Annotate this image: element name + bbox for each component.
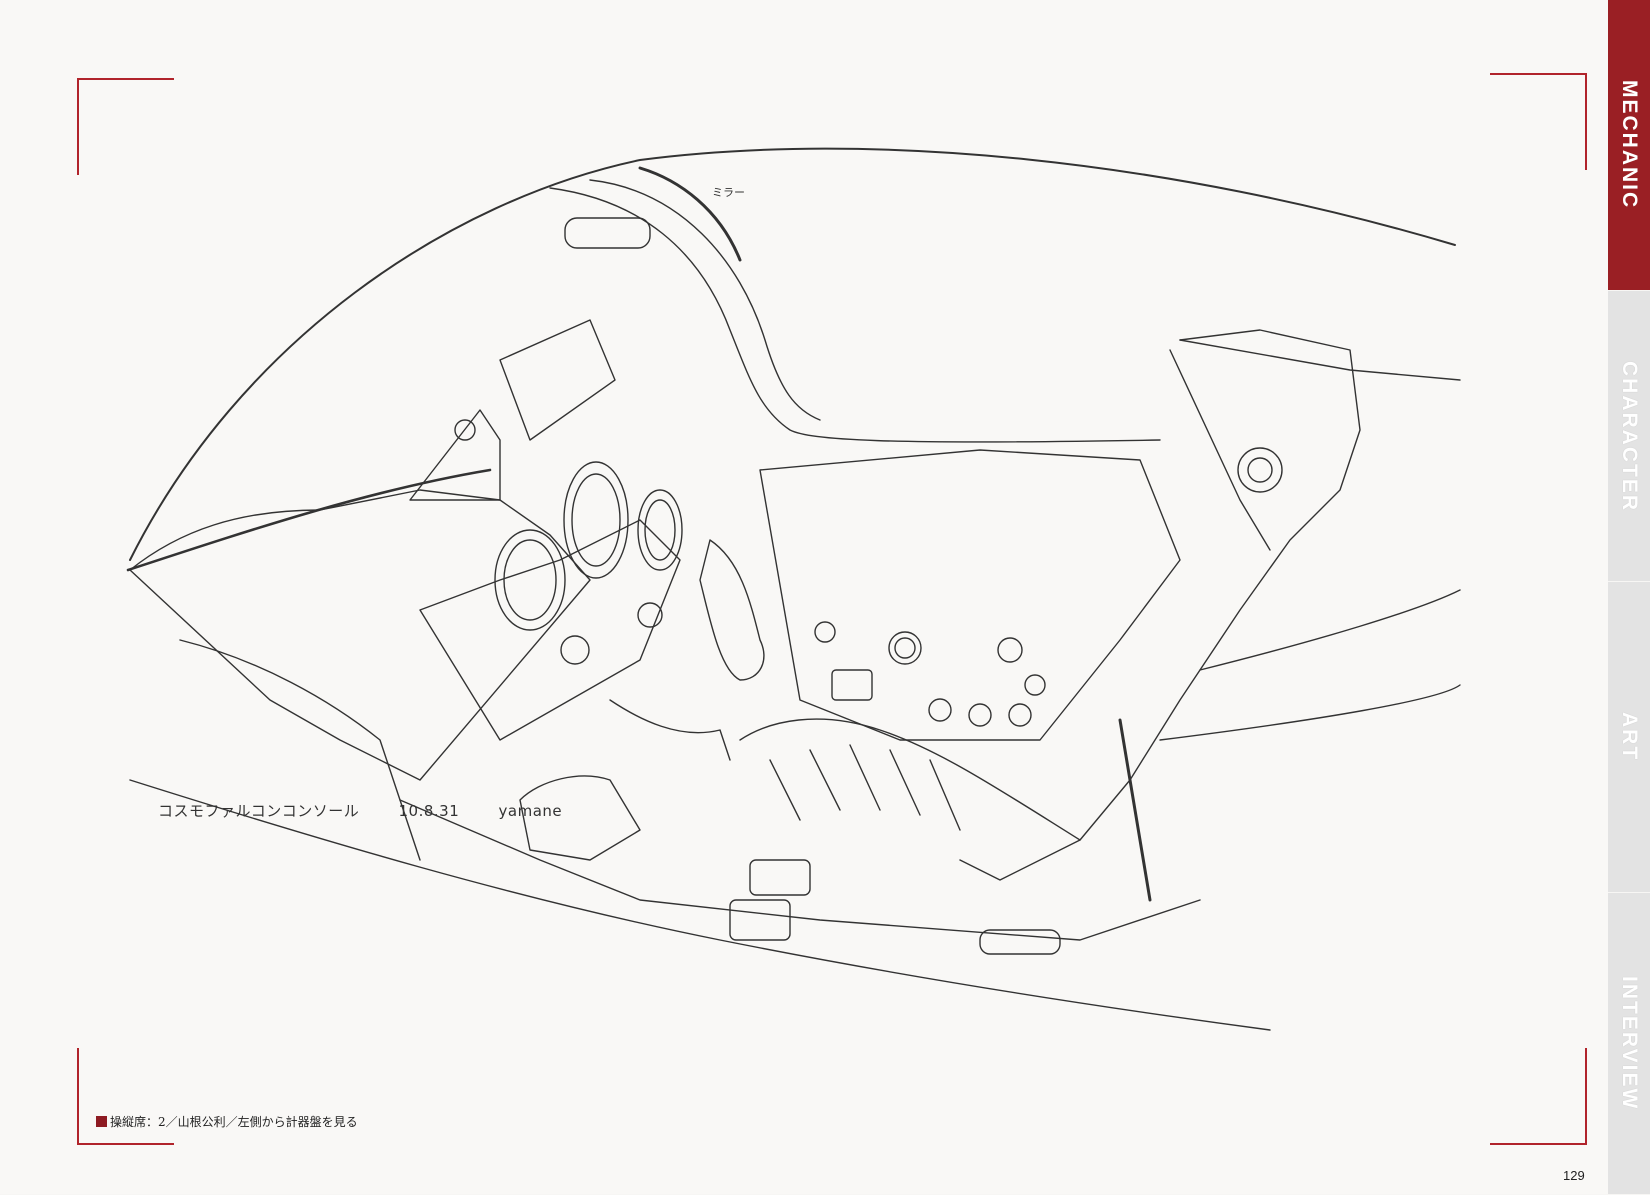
side-tab-bar: MECHANIC CHARACTER ART INTERVIEW — [1608, 0, 1650, 1195]
tab-interview-label: INTERVIEW — [1618, 976, 1641, 1111]
mirror-annotation: ミラー — [712, 186, 745, 199]
cockpit-line-drawing — [126, 147, 1461, 1031]
page-number: 129 — [1563, 1168, 1585, 1183]
caption-square-icon — [96, 1116, 107, 1127]
tab-character[interactable]: CHARACTER — [1608, 291, 1650, 582]
tab-mechanic-label: MECHANIC — [1618, 80, 1641, 210]
tab-interview[interactable]: INTERVIEW — [1608, 893, 1650, 1195]
figure-caption-text: 操縦席：2／山根公利／左側から計器盤を見る — [110, 1115, 358, 1129]
book-page: ミラー コスモファルコンコンソール 10.8.31 yamane 操縦席：2／山… — [77, 73, 1587, 1183]
tab-art[interactable]: ART — [1608, 582, 1650, 893]
figure-caption: 操縦席：2／山根公利／左側から計器盤を見る — [96, 1113, 358, 1130]
handwritten-title: コスモファルコンコンソール — [158, 802, 360, 820]
handwritten-date: 10.8.31 — [398, 802, 460, 820]
frame-corner-bottom-right — [1490, 1048, 1587, 1145]
tab-mechanic[interactable]: MECHANIC — [1608, 0, 1650, 291]
handwritten-caption: コスモファルコンコンソール 10.8.31 yamane — [158, 800, 596, 821]
handwritten-artist: yamane — [498, 802, 563, 820]
mirror-shape — [564, 217, 651, 249]
frame-corner-bottom-left — [77, 1048, 174, 1145]
frame-corner-top-left — [77, 78, 174, 175]
frame-corner-top-right — [1490, 73, 1587, 170]
tab-art-label: ART — [1618, 712, 1641, 762]
tab-character-label: CHARACTER — [1618, 360, 1641, 512]
